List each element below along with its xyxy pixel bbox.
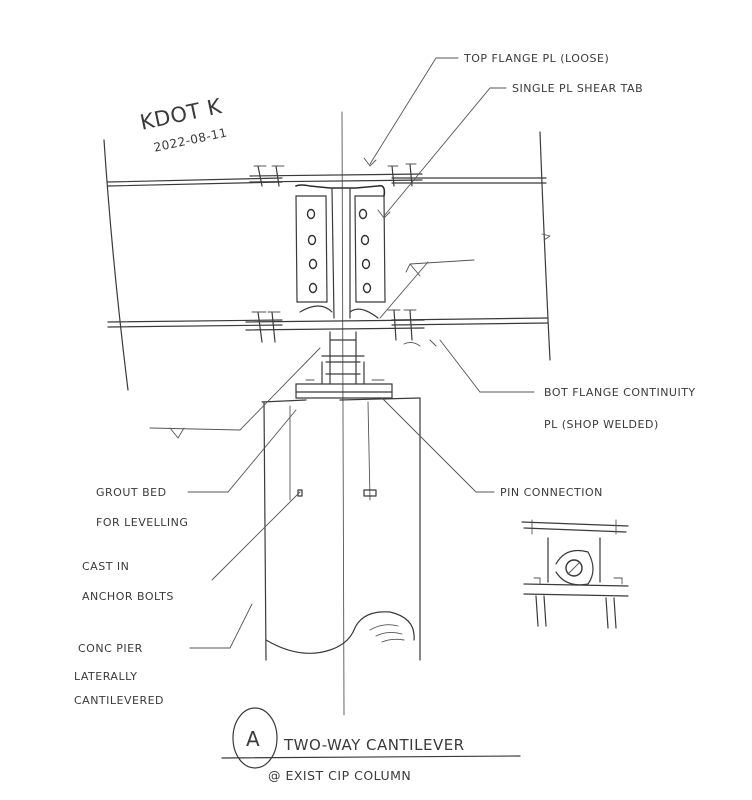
- label-pier-3: CANTILEVERED: [74, 694, 164, 707]
- beam-right: [391, 131, 551, 361]
- pin-connection-detail: [521, 519, 629, 629]
- leader-lines: [149, 57, 535, 649]
- label-grout-bed-1: GROUT BED: [96, 486, 167, 499]
- top-flange-plate: [249, 163, 423, 187]
- detail-marker-circle: [232, 707, 278, 769]
- bottom-flange-plate: [245, 309, 437, 347]
- title-line-2: @ EXIST CIP COLUMN: [268, 768, 411, 783]
- shear-tab-bolts: [306, 208, 372, 294]
- title-underline: [221, 755, 521, 759]
- label-pier-1: CONC PIER: [78, 642, 143, 655]
- label-anchor-bolts-2: ANCHOR BOLTS: [82, 590, 174, 603]
- label-grout-bed-2: FOR LEVELLING: [96, 516, 188, 529]
- label-shear-tab: SINGLE PL SHEAR TAB: [512, 82, 643, 95]
- title-block: A TWO-WAY CANTILEVER @ EXIST CIP COLUMN: [221, 707, 521, 783]
- center-line: [341, 111, 345, 716]
- label-bottom-flange-2: PL (SHOP WELDED): [544, 418, 659, 431]
- title-line-1: TWO-WAY CANTILEVER: [283, 736, 465, 754]
- label-anchor-bolts-1: CAST IN: [82, 560, 129, 573]
- signature: KDOT K 2022-08-11: [138, 94, 229, 155]
- detail-marker: A: [246, 727, 260, 751]
- label-top-flange-plate: TOP FLANGE PL (LOOSE): [463, 52, 609, 65]
- label-pin-connection: PIN CONNECTION: [500, 486, 603, 499]
- label-pier-2: LATERALLY: [74, 670, 137, 683]
- beam-left: [103, 139, 283, 391]
- column-stub: [295, 184, 386, 319]
- concrete-pier: [261, 397, 421, 661]
- annotations: TOP FLANGE PL (LOOSE) SINGLE PL SHEAR TA…: [74, 52, 696, 707]
- label-bottom-flange-1: BOT FLANGE CONTINUITY: [544, 386, 696, 399]
- pin-assembly: [295, 331, 393, 399]
